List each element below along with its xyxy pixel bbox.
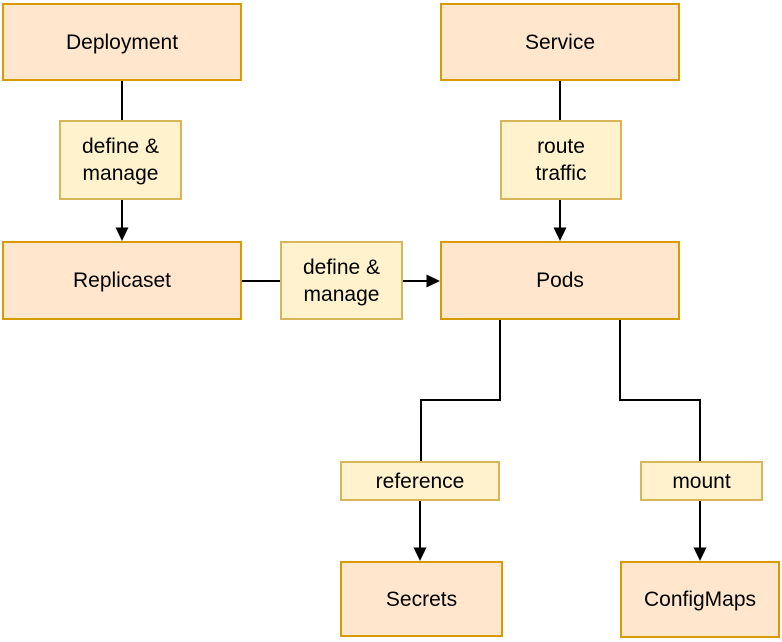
edge-label-route-traffic: route traffic [500,120,622,200]
arrowhead-into-replicaset [115,227,129,241]
arrowhead-into-configmaps [693,547,707,561]
node-configmaps: ConfigMaps [620,561,780,638]
arrowhead-into-pods-top [553,227,567,241]
arrowhead-into-secrets [413,547,427,561]
arrowhead-into-pods-left [426,274,440,288]
node-deployment: Deployment [2,3,242,81]
node-secrets: Secrets [340,561,503,637]
edge-label-define-manage-deployment: define & manage [59,120,182,200]
edge-label-define-manage-replicaset: define & manage [280,241,403,320]
connector-pods-to-mount [619,318,701,461]
edge-label-mount: mount [640,461,763,501]
edge-label-reference: reference [340,461,500,501]
node-replicaset: Replicaset [2,241,242,320]
node-service: Service [440,3,680,81]
connector-pods-to-reference [420,318,501,461]
node-pods: Pods [440,241,680,320]
